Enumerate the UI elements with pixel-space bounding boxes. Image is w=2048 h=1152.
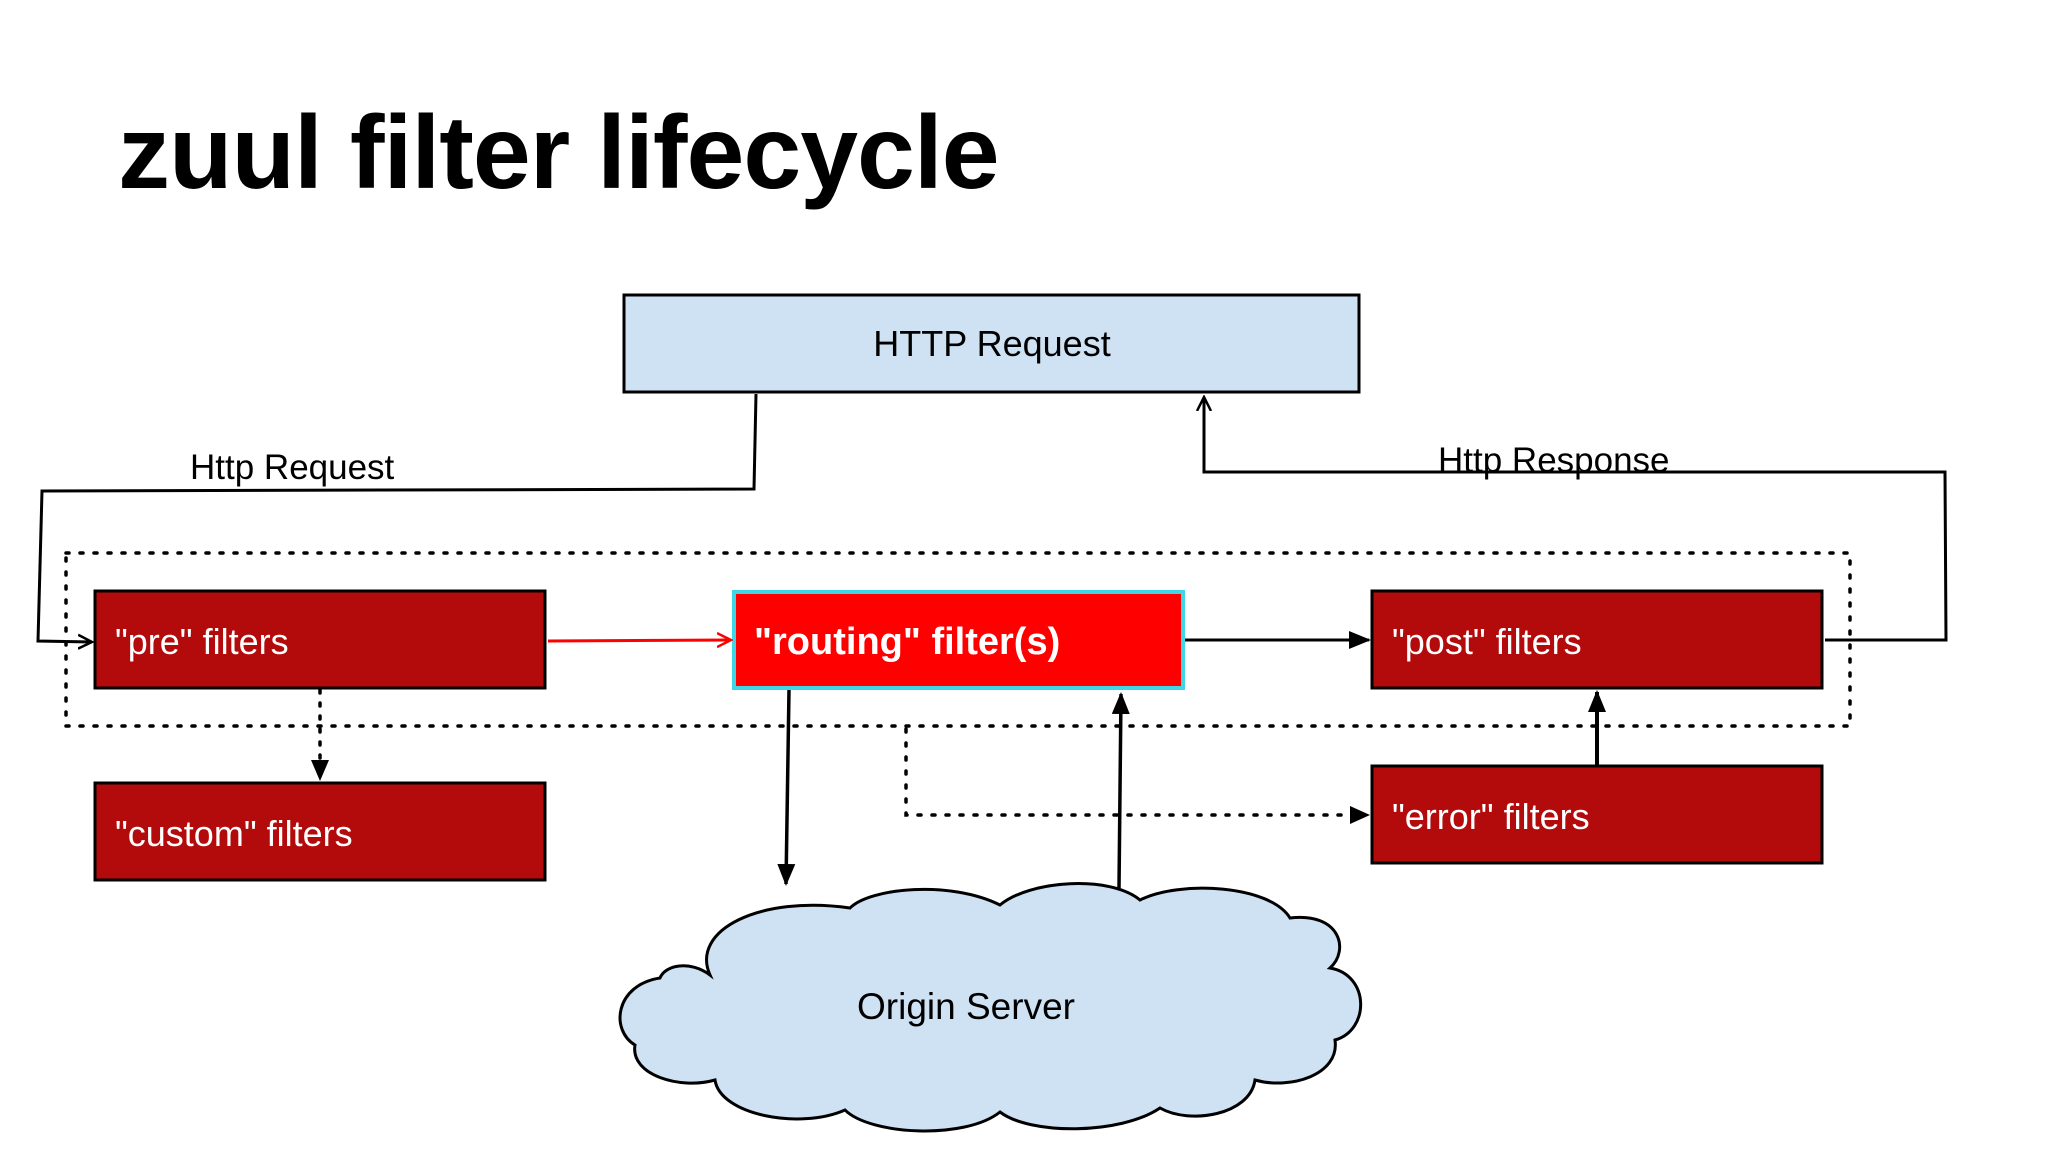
slide-title: zuul filter lifecycle bbox=[118, 95, 1000, 211]
request-flow-line bbox=[36, 393, 758, 642]
origin-server-cloud: Origin Server bbox=[618, 882, 1363, 1133]
custom-filters-node: "custom" filters bbox=[93, 781, 547, 882]
routing-filters-node: "routing" filter(s) bbox=[732, 590, 1185, 690]
request-flow-label: Http Request bbox=[190, 448, 395, 487]
routing-to-error-dotted-arrow bbox=[904, 727, 1354, 817]
pre-filters-node: "pre" filters bbox=[93, 589, 547, 690]
post-filters-label: "post" filters bbox=[1392, 621, 1582, 662]
pre-filters-label: "pre" filters bbox=[115, 621, 289, 662]
routing-to-error-arrowhead bbox=[1350, 806, 1370, 824]
routing-to-origin-arrow bbox=[777, 689, 796, 886]
routing-filters-label: "routing" filter(s) bbox=[754, 621, 1060, 663]
response-flow-label: Http Response bbox=[1438, 441, 1670, 480]
response-flow-line bbox=[1204, 397, 1948, 642]
http-request-node: HTTP Request bbox=[622, 293, 1361, 394]
origin-to-routing-arrow bbox=[1111, 692, 1130, 889]
post-filters-node: "post" filters bbox=[1370, 589, 1824, 690]
error-filters-node: "error" filters bbox=[1370, 764, 1824, 865]
http-request-label: HTTP Request bbox=[873, 323, 1110, 364]
error-filters-label: "error" filters bbox=[1392, 796, 1590, 837]
origin-server-label: Origin Server bbox=[857, 986, 1075, 1027]
pre-to-routing-arrow bbox=[547, 640, 731, 641]
pre-to-custom-arrowhead bbox=[311, 760, 329, 781]
custom-filters-label: "custom" filters bbox=[115, 813, 353, 854]
